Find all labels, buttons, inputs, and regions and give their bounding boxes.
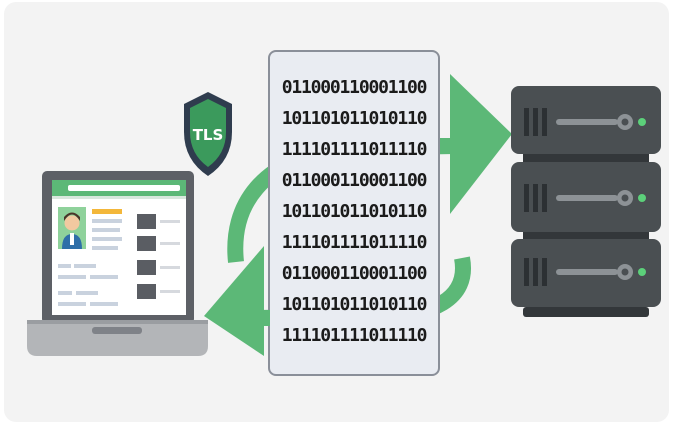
binary-data-card: 011000110001100 101101011010110 11110111… bbox=[268, 50, 440, 376]
server-rack-icon bbox=[511, 86, 661, 317]
binary-row: 111101111011110 bbox=[281, 325, 428, 346]
binary-row: 111101111011110 bbox=[281, 232, 428, 253]
binary-row: 011000110001100 bbox=[281, 170, 428, 191]
binary-row: 101101011010110 bbox=[281, 108, 428, 129]
binary-row: 011000110001100 bbox=[281, 263, 428, 284]
server-unit bbox=[511, 162, 661, 242]
laptop-icon bbox=[27, 171, 208, 356]
server-unit bbox=[511, 86, 661, 164]
tls-label: TLS bbox=[193, 126, 224, 144]
binary-row: 101101011010110 bbox=[281, 201, 428, 222]
server-unit bbox=[511, 239, 661, 317]
tls-shield-icon: TLS bbox=[184, 92, 232, 176]
binary-row: 101101011010110 bbox=[281, 294, 428, 315]
binary-row: 011000110001100 bbox=[281, 77, 428, 98]
binary-row: 111101111011110 bbox=[281, 139, 428, 160]
